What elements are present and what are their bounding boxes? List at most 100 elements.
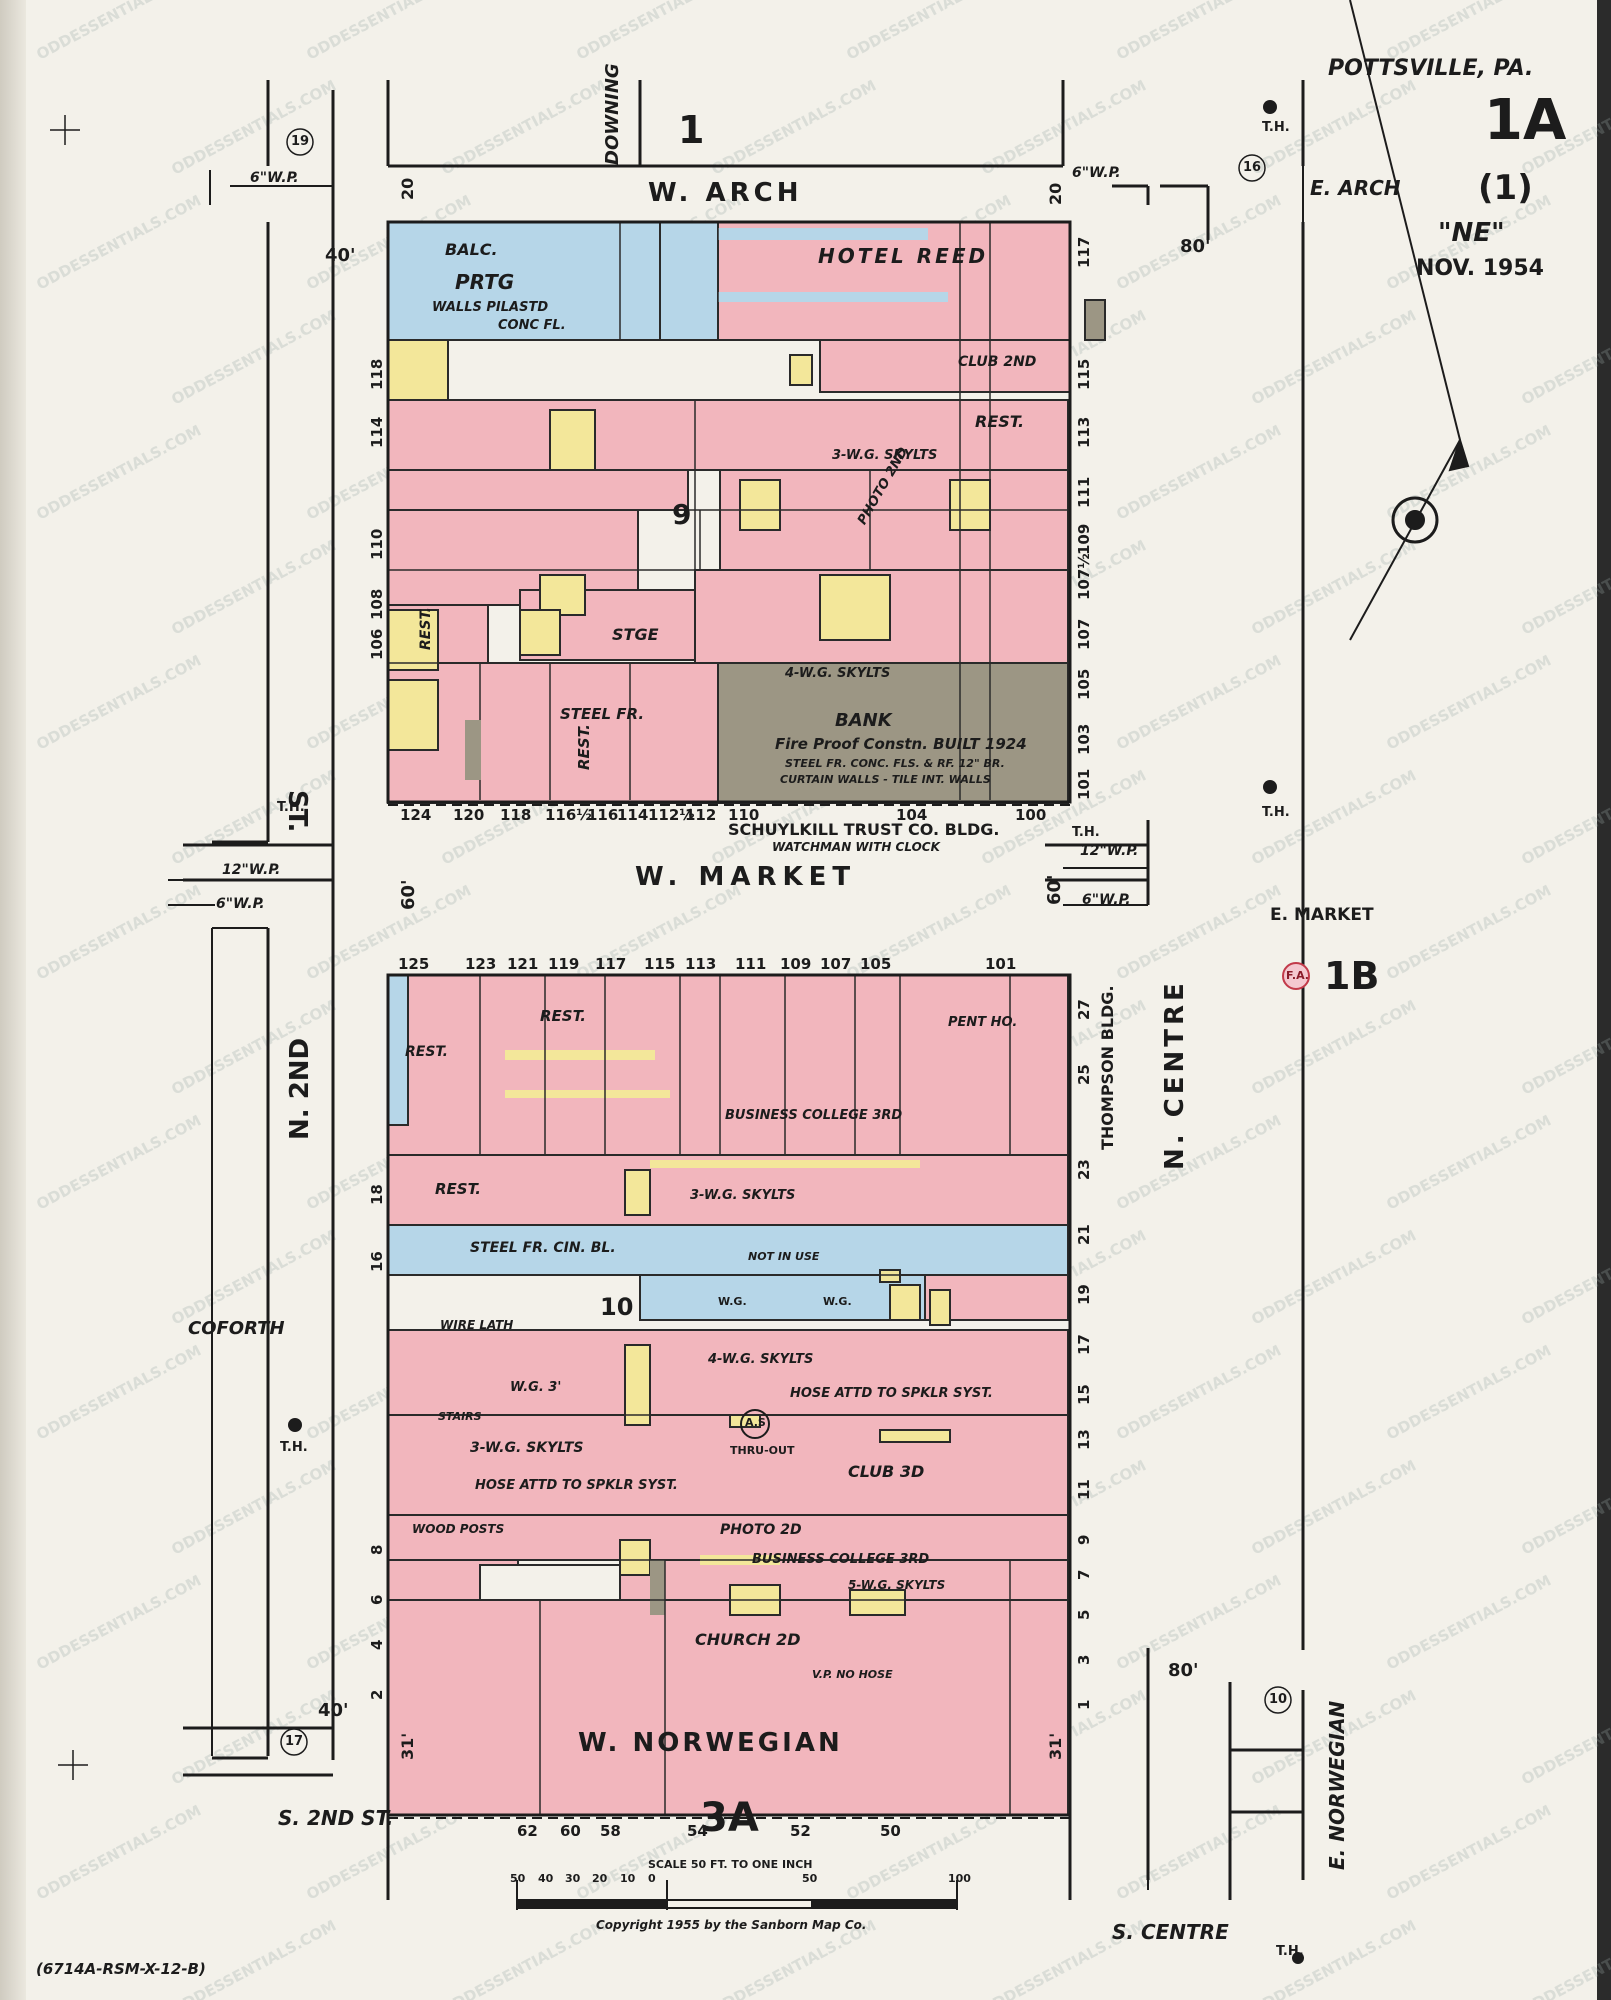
watermark-text: ODDESSENTIALS.COM: [1113, 1111, 1284, 1213]
watermark-text: ODDESSENTIALS.COM: [1113, 881, 1284, 983]
watermark-text: ODDESSENTIALS.COM: [708, 76, 879, 178]
label-pent-ho: PENT HO.: [948, 1015, 1018, 1030]
label-wp6-b: 6"W.P.: [216, 896, 265, 912]
label-thompson: THOMPSON BLDG.: [1098, 985, 1117, 1150]
sheet-date: NOV. 1954: [1416, 256, 1544, 281]
watermark-text: ODDESSENTIALS.COM: [168, 76, 339, 178]
house-number: 21: [1075, 1224, 1093, 1245]
dim-31-b: 31': [1046, 1732, 1065, 1760]
label-wp6-a: 6"W.P.: [250, 170, 299, 186]
label-skylts-4: 4-W.G. SKYLTS: [785, 666, 891, 681]
label-thru-out: THRU-OUT: [730, 1444, 795, 1457]
section-label: "NE": [1438, 218, 1505, 248]
watermark-text: ODDESSENTIALS.COM: [33, 1571, 204, 1673]
adjacent-sheet-1: 1: [678, 108, 705, 152]
label-hose-attd-2: HOSE ATTD TO SPKLR SYST.: [475, 1478, 678, 1493]
watermark-text: ODDESSENTIALS.COM: [168, 1456, 339, 1558]
house-number: 117: [595, 955, 627, 973]
label-curtain: CURTAIN WALLS - TILE INT. WALLS: [780, 773, 991, 786]
street-e-norwegian: E. NORWEGIAN: [1325, 1700, 1349, 1870]
scale-tick: 0: [648, 1872, 656, 1885]
watermark-text: ODDESSENTIALS.COM: [1518, 996, 1611, 1098]
watermark-text: ODDESSENTIALS.COM: [1248, 306, 1419, 408]
watermark-text: ODDESSENTIALS.COM: [1518, 766, 1611, 868]
house-number: 100: [1015, 806, 1047, 824]
watermark-text: ODDESSENTIALS.COM: [1113, 651, 1284, 753]
house-number: 109: [1075, 523, 1093, 555]
street-coforth: COFORTH: [188, 1318, 285, 1339]
street-w-norwegian: W. NORWEGIAN: [578, 1728, 843, 1758]
label-rest-6: REST.: [435, 1180, 481, 1198]
label-th-a: T.H.: [1262, 120, 1290, 135]
house-number: 101: [1075, 768, 1093, 800]
house-number: 7: [1075, 1569, 1093, 1580]
watermark-text: ODDESSENTIALS.COM: [33, 1341, 204, 1443]
house-number: 107: [1075, 618, 1093, 650]
watermark-text: ODDESSENTIALS.COM: [1383, 1801, 1554, 1903]
house-number: 54: [687, 1822, 708, 1840]
label-hose-attd-1: HOSE ATTD TO SPKLR SYST.: [790, 1386, 993, 1401]
label-church: CHURCH 2D: [695, 1630, 801, 1649]
watermark-text: ODDESSENTIALS.COM: [168, 1916, 339, 2000]
watermark-text: ODDESSENTIALS.COM: [1518, 1456, 1611, 1558]
label-business-college-2: BUSINESS COLLEGE 3RD: [752, 1552, 930, 1567]
watermark-text: ODDESSENTIALS.COM: [303, 0, 474, 64]
watermark-text: ODDESSENTIALS.COM: [1383, 1571, 1554, 1673]
label-rest-4: REST.: [540, 1007, 586, 1025]
watermark-text: ODDESSENTIALS.COM: [1113, 421, 1284, 523]
watermark-text: ODDESSENTIALS.COM: [843, 0, 1014, 64]
watermark-text: ODDESSENTIALS.COM: [303, 881, 474, 983]
watermark-text: ODDESSENTIALS.COM: [168, 306, 339, 408]
house-number: 52: [790, 1822, 811, 1840]
house-number: 5: [1075, 1609, 1093, 1620]
label-rest-5: REST.: [405, 1044, 448, 1060]
label-skylts-3b: 3-W.G. SKYLTS: [690, 1188, 796, 1203]
house-number: 13: [1075, 1429, 1093, 1450]
label-th-e: T.H.: [1072, 825, 1100, 840]
house-number: 115: [644, 955, 676, 973]
watermark-text: ODDESSENTIALS.COM: [33, 421, 204, 523]
label-rest-1: REST.: [975, 412, 1025, 431]
scale-bar: [516, 1880, 958, 1910]
house-number: 106: [368, 628, 386, 660]
hydrant-19: 19: [291, 134, 310, 149]
label-conc-fl: CONC FL.: [498, 318, 566, 333]
house-number: 118: [368, 358, 386, 390]
scale-tick: 40: [538, 1872, 554, 1885]
label-skylts-3: 3-W.G. SKYLTS: [832, 448, 938, 463]
house-number: 105: [1075, 668, 1093, 700]
house-number: 25: [1075, 1064, 1093, 1085]
fire-alarm-marker: [1282, 962, 1310, 990]
label-skylts-3c: 3-W.G. SKYLTS: [470, 1440, 584, 1456]
watermark-text: ODDESSENTIALS.COM: [1518, 1916, 1611, 2000]
street-n-centre: N. CENTRE: [1160, 979, 1190, 1170]
watermark-text: ODDESSENTIALS.COM: [1383, 1111, 1554, 1213]
hydrant-17: 17: [285, 1734, 304, 1749]
watermark-text: ODDESSENTIALS.COM: [33, 1801, 204, 1903]
house-number: 113: [685, 955, 717, 973]
label-fire-alarm: F.A.: [1286, 969, 1309, 982]
label-steel-cin: STEEL FR. CIN. BL.: [470, 1240, 616, 1256]
house-number: 3: [1075, 1654, 1093, 1665]
house-number: 27: [1075, 999, 1093, 1020]
watermark-text: ODDESSENTIALS.COM: [1383, 651, 1554, 753]
house-number: 107½: [1075, 553, 1093, 600]
label-rest-2: REST.: [418, 607, 434, 650]
street-s-2nd: S. 2ND ST.: [278, 1806, 394, 1830]
house-number: 19: [1075, 1284, 1093, 1305]
volume-number: (1): [1478, 168, 1533, 208]
watermark-text: ODDESSENTIALS.COM: [1248, 536, 1419, 638]
house-number: 112½: [648, 806, 695, 824]
watermark-text: ODDESSENTIALS.COM: [168, 1226, 339, 1328]
house-number: 114: [617, 806, 649, 824]
hydrant-10: 10: [1269, 1692, 1288, 1707]
label-skylts-5: 5-W.G. SKYLTS: [848, 1578, 946, 1592]
street-e-arch: E. ARCH: [1310, 176, 1401, 200]
watermark-text: ODDESSENTIALS.COM: [33, 651, 204, 753]
label-balc: BALC.: [445, 240, 498, 259]
house-number: 104: [896, 806, 928, 824]
watermark-text: ODDESSENTIALS.COM: [1113, 1801, 1284, 1903]
label-th-d: T.H.: [280, 1440, 308, 1455]
house-number: 50: [880, 1822, 901, 1840]
